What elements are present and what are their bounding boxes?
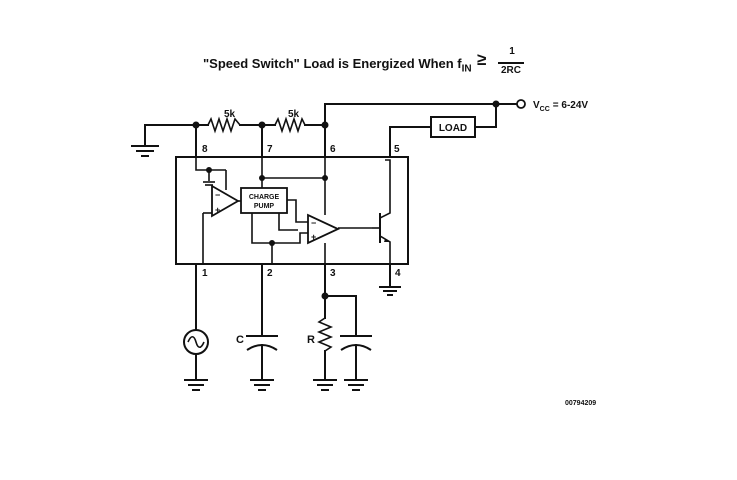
svg-text:+: + xyxy=(215,205,220,215)
pin-2-label: 2 xyxy=(267,268,273,279)
r2-label: 5k xyxy=(288,109,300,120)
title-text: "Speed Switch" Load is Energized When fI… xyxy=(203,56,472,75)
charge-pump-block xyxy=(240,187,288,214)
pin-5-label: 5 xyxy=(394,144,400,155)
ac-signal-source xyxy=(183,329,209,391)
load-box xyxy=(430,116,476,138)
diagram-title: "Speed Switch" Load is Energized When fI… xyxy=(0,44,737,84)
vcc-terminal xyxy=(516,99,526,109)
capacitor-c xyxy=(246,335,278,391)
pin-leads-bottom xyxy=(195,263,391,336)
title-denominator: 2RC xyxy=(500,65,521,76)
output-transistor xyxy=(372,213,390,243)
load-label: LOAD xyxy=(439,123,467,134)
pin-leads-top xyxy=(195,124,326,158)
filter-capacitor xyxy=(324,295,372,391)
ic-package xyxy=(175,156,409,265)
pin-7-label: 7 xyxy=(267,144,273,155)
pin-1-label: 1 xyxy=(202,268,208,279)
resistor-5k-1 xyxy=(207,116,241,134)
ground-symbol-top-left xyxy=(131,145,159,157)
r-label: R xyxy=(307,334,315,346)
resistor-5k-2 xyxy=(274,116,306,134)
c-label: C xyxy=(236,334,244,346)
title-numerator: 1 xyxy=(509,46,515,57)
svg-text:+: + xyxy=(311,232,316,242)
resistor-r xyxy=(313,317,337,391)
pin-8-label: 8 xyxy=(202,144,208,155)
fraction-bar xyxy=(498,62,524,64)
vcc-label: VCC= 6-24V xyxy=(533,100,588,113)
figure-code: 00794209 xyxy=(565,400,596,407)
ground-symbol-pin-4 xyxy=(379,286,401,296)
input-comparator xyxy=(211,184,240,218)
title-subscript: IN xyxy=(461,63,472,75)
svg-text:−: − xyxy=(215,190,220,200)
internal-wiring xyxy=(195,157,391,264)
svg-text:−: − xyxy=(311,218,316,228)
charge-pump-label-line2: PUMP xyxy=(254,203,275,210)
pin-4-label: 4 xyxy=(395,268,401,279)
pin-6-label: 6 xyxy=(330,144,336,155)
r1-label: 5k xyxy=(224,109,236,120)
output-comparator xyxy=(307,213,341,245)
title-operator: ≥ xyxy=(477,50,487,69)
charge-pump-label-line1: CHARGE xyxy=(249,194,280,201)
pin-3-label: 3 xyxy=(330,268,336,279)
